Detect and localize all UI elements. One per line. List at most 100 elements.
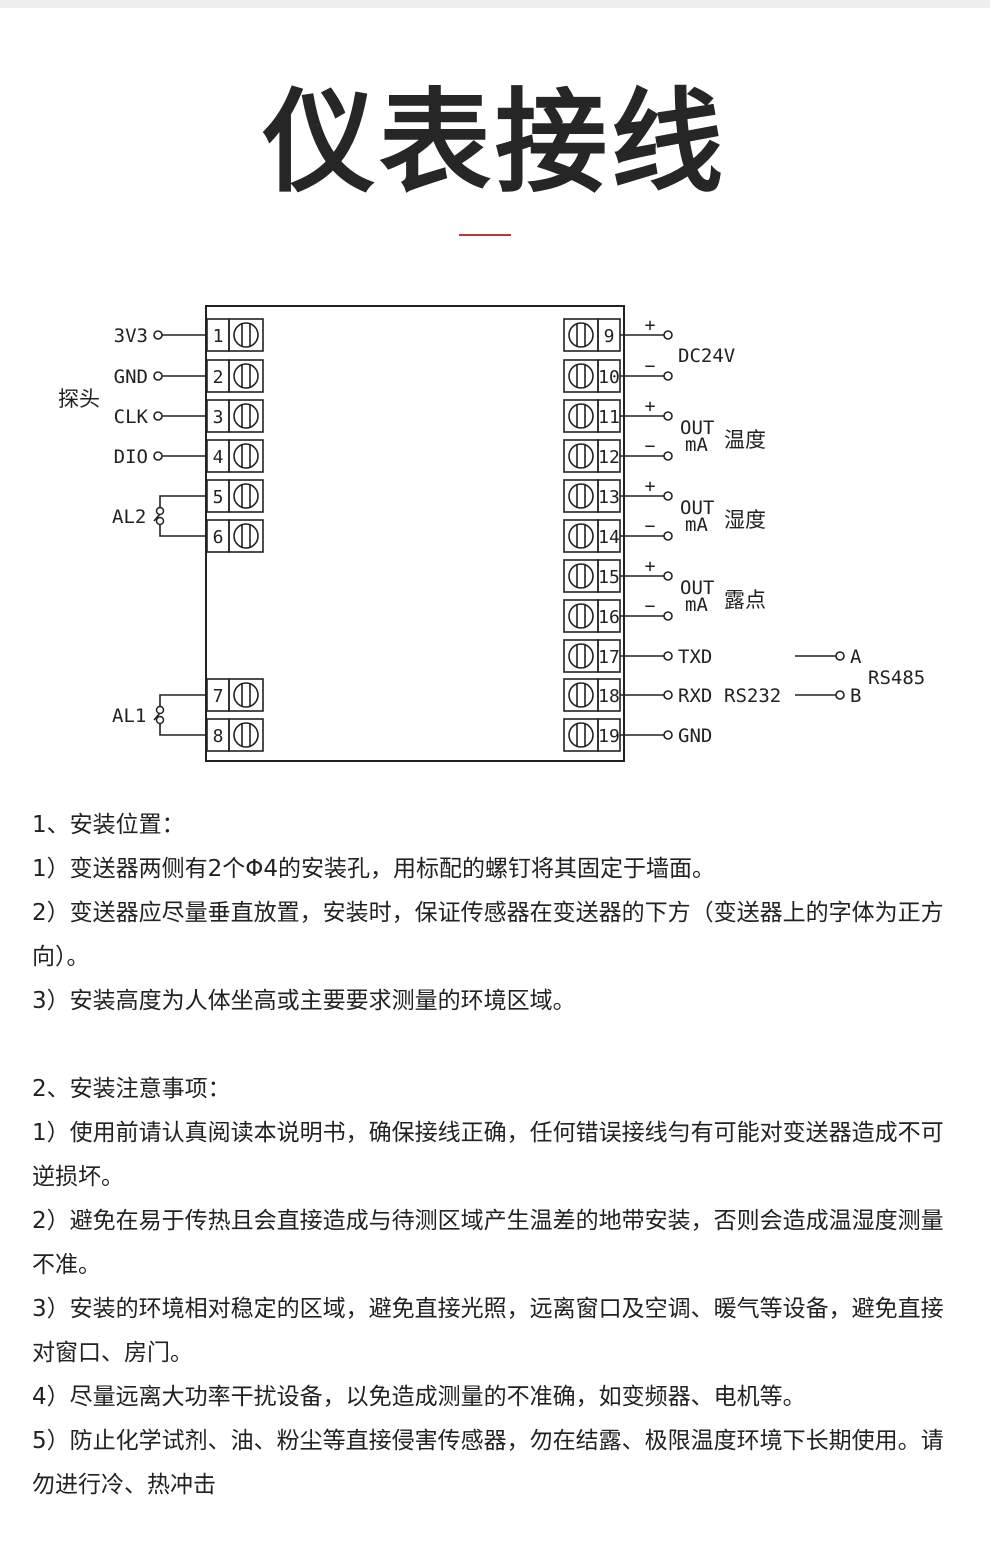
relay-wire bbox=[159, 495, 207, 508]
terminal-screw-box bbox=[563, 318, 599, 352]
terminal-screw-box bbox=[563, 479, 599, 513]
terminal-screw-box bbox=[228, 519, 264, 553]
rs485-terminal-b: B bbox=[850, 685, 861, 707]
terminal-number: 2 bbox=[213, 367, 224, 388]
terminal-screw-icon bbox=[568, 682, 594, 708]
section2-item-4: 4）尽量远离大功率干扰设备，以免造成测量的不准确，如变频器、电机等。 bbox=[32, 1384, 806, 1410]
probe-label: 探头 bbox=[58, 387, 100, 411]
probe-pin-label: GND bbox=[114, 366, 148, 388]
polarity-sign: − bbox=[645, 436, 656, 457]
polarity-sign: + bbox=[645, 315, 656, 336]
terminal-screw-icon bbox=[568, 322, 594, 348]
relay-contact-arm bbox=[153, 712, 161, 721]
ma-label: mA bbox=[685, 514, 708, 536]
device-housing bbox=[205, 305, 625, 762]
terminal-number: 19 bbox=[598, 726, 620, 747]
rs485-terminal-a: A bbox=[850, 646, 862, 668]
ma-label: mA bbox=[685, 594, 708, 616]
wire-terminal-dot bbox=[663, 451, 673, 461]
terminal-number: 8 bbox=[213, 726, 224, 747]
top-bar bbox=[0, 0, 990, 8]
terminal-screw-icon bbox=[233, 682, 259, 708]
terminal-screw-box bbox=[228, 678, 264, 712]
section1-heading: 1、安装位置： bbox=[32, 812, 185, 838]
wire-terminal-dot bbox=[663, 651, 673, 661]
rs232-label: RS232 bbox=[724, 685, 781, 707]
serial-label: TXD bbox=[678, 646, 712, 668]
terminal-screw-icon bbox=[233, 443, 259, 469]
wire-terminal-dot bbox=[663, 690, 673, 700]
wire-terminal-dot bbox=[153, 330, 163, 340]
terminal-number: 11 bbox=[598, 407, 620, 428]
relay-contact-arm bbox=[153, 513, 161, 522]
polarity-sign: − bbox=[645, 356, 656, 377]
relay-label: AL2 bbox=[112, 506, 146, 528]
terminal-number: 18 bbox=[598, 686, 620, 707]
terminal-screw-box bbox=[563, 599, 599, 633]
section2-item-2: 2）避免在易于传热且会直接造成与待测区域产生温差的地带安装，否则会造成温湿度测量… bbox=[32, 1208, 944, 1278]
relay-wire bbox=[159, 694, 207, 707]
terminal-screw-box bbox=[563, 718, 599, 752]
wire-terminal-dot bbox=[663, 411, 673, 421]
probe-pin-label: DIO bbox=[114, 446, 148, 468]
output-channel-label: 温度 bbox=[724, 428, 766, 452]
terminal-number: 7 bbox=[213, 686, 224, 707]
wire-terminal-dot bbox=[153, 451, 163, 461]
terminal-screw-box bbox=[563, 359, 599, 393]
section2-heading: 2、安装注意事项： bbox=[32, 1076, 231, 1102]
terminal-number: 3 bbox=[213, 407, 224, 428]
output-channel-label: 湿度 bbox=[724, 508, 766, 532]
terminal-screw-box bbox=[228, 479, 264, 513]
section2-item-1: 1）使用前请认真阅读本说明书，确保接线正确，任何错误接线勻有可能对变送器造成不可… bbox=[32, 1120, 944, 1190]
probe-pin-label: 3V3 bbox=[114, 325, 148, 347]
polarity-sign: + bbox=[645, 476, 656, 497]
terminal-number: 10 bbox=[598, 367, 620, 388]
installation-notes: 1、安装位置： 1）变送器两侧有2个Φ4的安装孔，用标配的螺钉将其固定于墙面。 … bbox=[32, 803, 962, 1507]
terminal-number: 15 bbox=[598, 567, 620, 588]
terminal-screw-icon bbox=[233, 403, 259, 429]
relay-wire bbox=[159, 723, 207, 736]
terminal-screw-icon bbox=[568, 523, 594, 549]
terminal-screw-icon bbox=[568, 603, 594, 629]
wire-terminal-dot bbox=[835, 651, 845, 661]
power-label: DC24V bbox=[678, 345, 735, 367]
terminal-number: 5 bbox=[213, 487, 224, 508]
terminal-screw-box bbox=[563, 678, 599, 712]
terminal-number: 12 bbox=[598, 447, 620, 468]
wire-terminal-dot bbox=[663, 611, 673, 621]
terminal-screw-box bbox=[563, 519, 599, 553]
wire-terminal-dot bbox=[663, 371, 673, 381]
terminal-screw-box bbox=[228, 399, 264, 433]
out-label: OUT bbox=[680, 497, 714, 519]
wire-terminal-dot bbox=[663, 491, 673, 501]
title-underline bbox=[459, 234, 511, 236]
section1-item-1: 1）变送器两侧有2个Φ4的安装孔，用标配的螺钉将其固定于墙面。 bbox=[32, 856, 716, 882]
page-title: 仪表接线 bbox=[263, 78, 727, 208]
terminal-screw-box bbox=[228, 359, 264, 393]
relay-contact-dot bbox=[155, 516, 165, 526]
wire-terminal-dot bbox=[835, 690, 845, 700]
wire-terminal-dot bbox=[663, 730, 673, 740]
polarity-sign: − bbox=[645, 596, 656, 617]
section1-item-3: 3）安装高度为人体坐高或主要要求测量的环境区域。 bbox=[32, 988, 576, 1014]
terminal-screw-icon bbox=[568, 722, 594, 748]
serial-label: RXD bbox=[678, 685, 712, 707]
terminal-number: 14 bbox=[598, 527, 620, 548]
terminal-number: 16 bbox=[598, 607, 620, 628]
terminal-screw-icon bbox=[568, 403, 594, 429]
probe-pin-label: CLK bbox=[114, 406, 149, 428]
output-channel-label: 露点 bbox=[724, 588, 766, 612]
section-gap bbox=[32, 1023, 962, 1067]
out-label: OUT bbox=[680, 417, 714, 439]
terminal-number: 9 bbox=[604, 326, 615, 347]
terminal-screw-icon bbox=[233, 722, 259, 748]
terminal-screw-icon bbox=[233, 483, 259, 509]
terminal-screw-box bbox=[228, 439, 264, 473]
section2-item-5: 5）防止化学试剂、油、粉尘等直接侵害传感器，勿在结露、极限温度环境下长期使用。请… bbox=[32, 1428, 944, 1498]
terminal-screw-icon bbox=[233, 322, 259, 348]
terminal-screw-icon bbox=[568, 363, 594, 389]
terminal-screw-icon bbox=[233, 523, 259, 549]
relay-contact-dot bbox=[155, 506, 165, 516]
terminal-screw-box bbox=[228, 718, 264, 752]
wire-terminal-dot bbox=[663, 531, 673, 541]
